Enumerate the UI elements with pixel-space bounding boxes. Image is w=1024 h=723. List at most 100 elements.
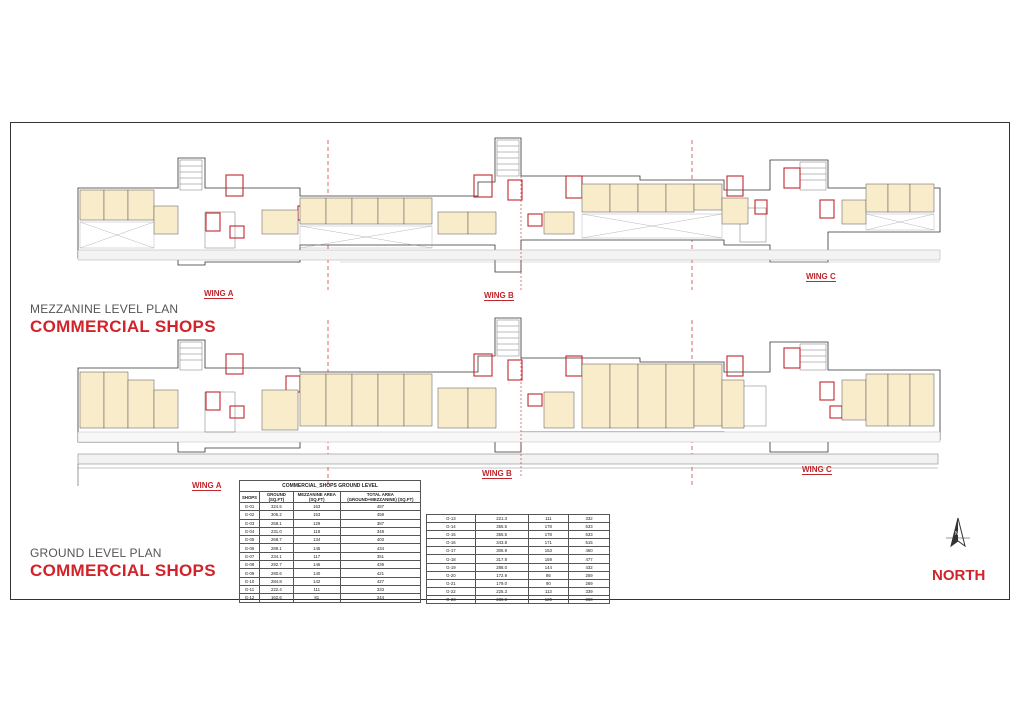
mezzanine-area-cell: 86 [527,570,570,580]
ground-plan [77,317,941,486]
shop-cell: G-19 [426,562,476,572]
ground-area-cell: 280.6 [259,568,294,578]
ground-wing-b-label: WING B [482,469,512,479]
mezzanine-area-cell: 120 [527,594,570,605]
ground-area-cell: 231.0 [259,526,294,537]
ground-area-cell: 284.8 [259,576,294,586]
ground-title: COMMERCIAL SHOPS [30,561,216,580]
total-area-cell: 351 [339,551,422,562]
ground-area-cell: 222.4 [259,584,294,595]
shop-cell: G-01 [238,501,261,512]
total-area-cell: 533 [568,522,610,532]
header-ground: GROUND (SQ.FT) [259,491,294,503]
shop-cell: G-13 [426,513,476,524]
ground-area-cell: 289.1 [259,543,294,553]
ground-area-cell: 292.7 [259,560,294,570]
mezzanine-area-cell: 111 [292,584,341,595]
total-area-cell: 348 [339,526,422,537]
total-area-cell: 434 [339,543,422,553]
ground-area-cell: 179.0 [474,578,529,588]
mezzanine-area-cell: 153 [292,510,341,520]
shop-cell: G-23 [426,594,476,605]
total-area-cell: 259 [568,570,610,580]
total-area-cell: 432 [568,562,610,572]
mezzanine-area-cell: 111 [527,513,570,524]
north-arrow-icon: N [946,517,970,548]
mezzanine-area-cell: 163 [292,501,341,512]
ground-wing-c-label: WING C [802,465,832,475]
ground-area-cell: 268.7 [259,535,294,545]
mezzanine-area-cell: 129 [292,518,341,528]
ground-level-label: GROUND LEVEL PLAN [30,546,162,560]
total-area-cell: 387 [339,518,422,528]
mezzanine-wing-b-label: WING B [484,291,514,301]
total-area-cell: 339 [568,586,610,596]
total-area-cell: 460 [568,546,610,556]
mezzanine-title: COMMERCIAL SHOPS [30,317,216,336]
mezzanine-wing-a-label: WING A [204,289,234,299]
header-shops: SHOPS [238,491,261,503]
total-area-cell: 515 [568,538,610,548]
shop-cell: G-09 [238,568,261,578]
mezzanine-area-cell: 117 [292,551,341,562]
ground-area-cell: 225.3 [474,586,529,596]
shop-cell: G-02 [238,510,261,520]
area-table-caption: COMMERCIAL_SHOPS GROUND LEVEL [239,480,421,491]
mezzanine-area-cell: 178 [527,530,570,540]
shop-cell: G-22 [426,586,476,596]
shop-cell: G-03 [238,518,261,528]
ground-area-cell: 317.8 [474,554,529,564]
header-mezzanine: MEZZANINE AREA (SQ.FT) [292,491,341,503]
ground-area-cell: 324.5 [259,501,294,512]
shop-cell: G-07 [238,551,261,562]
total-area-cell: 403 [339,535,422,545]
mezzanine-area-cell: 142 [292,576,341,586]
shop-cell: G-06 [238,543,261,553]
mezzanine-level-label: MEZZANINE LEVEL PLAN [30,302,179,316]
mezzanine-area-cell: 81 [292,593,341,603]
svg-text:N: N [955,531,959,537]
shop-cell: G-04 [238,526,261,537]
total-area-cell: 427 [339,576,422,586]
shop-cell: G-05 [238,535,261,545]
mezzanine-area-cell: 178 [527,522,570,532]
mezzanine-area-cell: 134 [292,535,341,545]
shop-cell: G-17 [426,546,476,556]
ground-area-cell: 355.5 [474,530,529,540]
mezzanine-area-cell: 146 [292,560,341,570]
shop-cell: G-12 [238,593,261,603]
shop-cell: G-16 [426,538,476,548]
ground-area-cell: 343.8 [474,538,529,548]
total-area-cell: 332 [568,513,610,524]
shop-cell: G-14 [426,522,476,532]
ground-area-cell: 172.9 [474,570,529,580]
mezzanine-area-cell: 140 [292,568,341,578]
total-area-cell: 458 [339,510,422,520]
ground-area-cell: 258.1 [259,518,294,528]
total-area-cell: 269 [568,578,610,588]
ground-area-cell: 234.1 [259,551,294,562]
mezzanine-wing-c-label: WING C [806,272,836,282]
mezzanine-area-cell: 153 [527,546,570,556]
ground-area-cell: 221.3 [474,513,529,524]
mezzanine-area-cell: 90 [527,578,570,588]
